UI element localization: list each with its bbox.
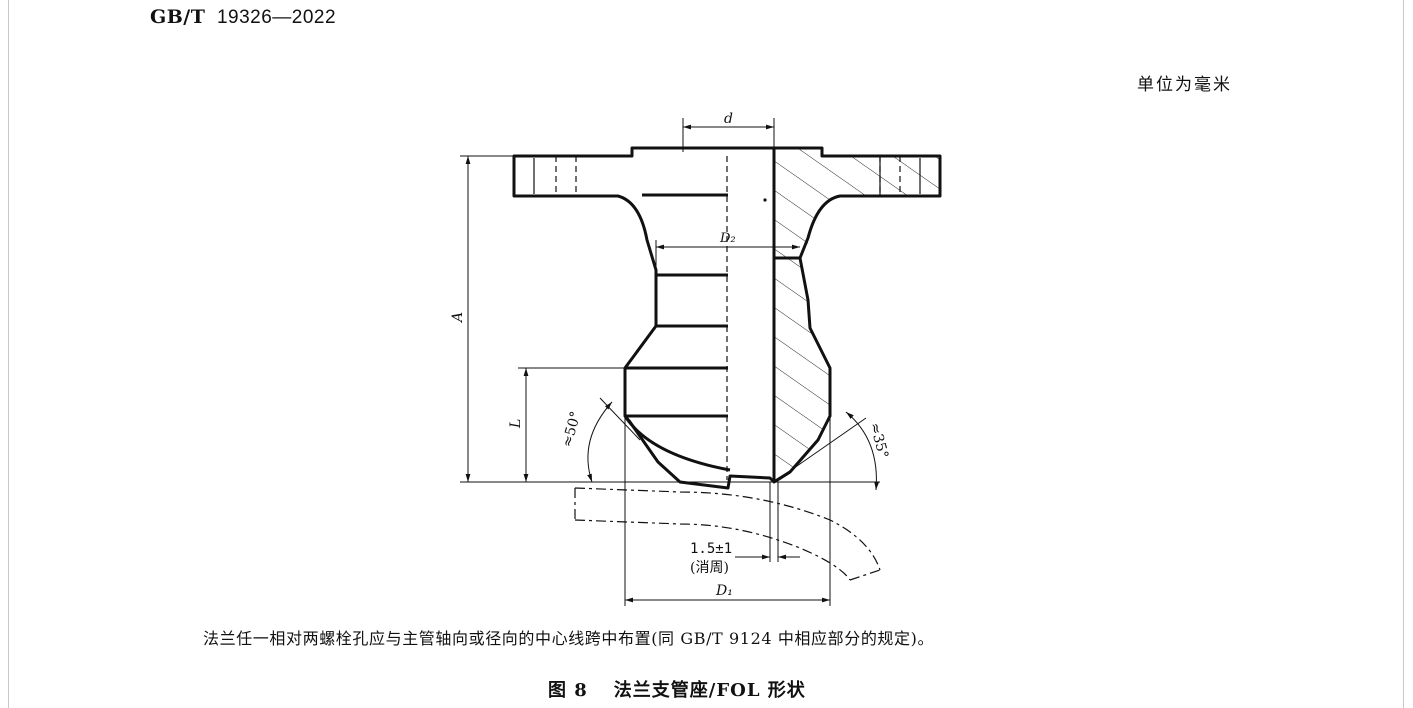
label-d2: D₂ [719,231,736,246]
main-pipe-top [574,487,881,571]
main-pipe-bottom [574,519,851,581]
dim-angle-right [845,411,880,491]
label-angle-right: ≈35° [866,421,891,460]
label-tolerance: 1.5±1 [690,541,732,557]
figure-note: 法兰任一相对两螺栓孔应与主管轴向或径向的中心线跨中布置(同 GB/T 9124 … [203,629,935,648]
page-edge-right [1403,0,1404,708]
standard-number: GB/T 19326—2022 [150,6,336,29]
main-pipe-cut [849,569,881,581]
page-edge-left [8,0,9,708]
label-tolerance-note: (消周) [690,560,729,576]
standard-code: GB/T [150,6,206,28]
fitting-outline [512,146,942,490]
dim-angle-left [587,401,613,483]
weld-curve [623,415,731,472]
section-hatch [774,149,940,482]
label-a: A [450,312,466,324]
figure-number: 图 8 [548,680,588,701]
label-l: L [508,419,524,429]
technical-drawing: d D₂ A L ≈50° ≈35° 1.5±1 (消周) D₁ [450,111,942,606]
unit-note: 单位为毫米 [1137,75,1232,95]
label-d1: D₁ [715,583,733,599]
figure-caption: 图 8 法兰支管座/FOL 形状 [548,676,806,702]
label-angle-left: ≈50° [559,410,584,449]
centre-mark [763,198,767,202]
angle-left-ref [599,397,641,441]
figure-title: 法兰支管座/FOL 形状 [613,680,806,701]
label-d: d [724,111,733,127]
standard-year: 19326—2022 [216,7,337,28]
